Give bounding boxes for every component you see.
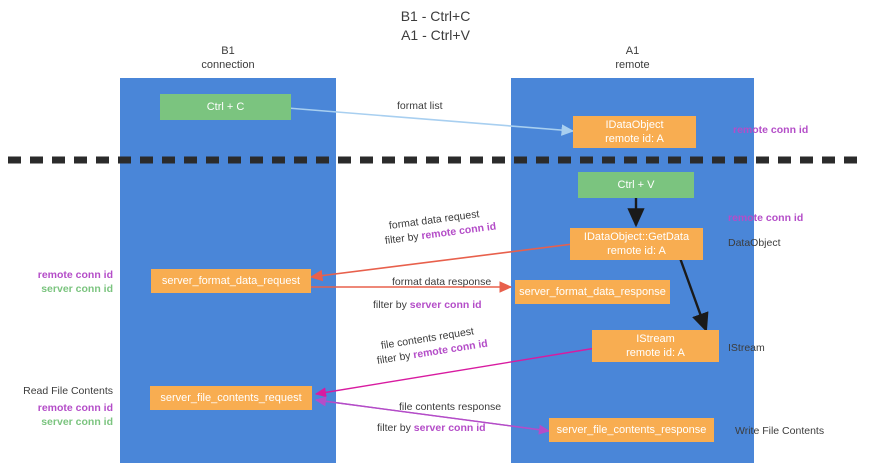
side-label-remote-conn-id-top: remote conn id: [733, 124, 809, 136]
box-server-file-contents-request[interactable]: server_file_contents_request: [150, 386, 312, 410]
side-label-left-remote-conn-id-2: remote conn id: [37, 402, 113, 414]
box-istream-line1: IStream: [636, 333, 675, 345]
box-server-file-contents-response-label: server_file_contents_response: [556, 424, 707, 436]
title-line-2: A1 - Ctrl+V: [401, 27, 470, 43]
filter-prefix: filter by: [373, 299, 410, 311]
filter-prefix: filter by: [384, 230, 423, 247]
box-ctrl-c[interactable]: Ctrl + C: [160, 94, 291, 120]
lane-header-b1-role: connection: [201, 59, 255, 71]
box-ctrl-v-label: Ctrl + V: [617, 179, 655, 191]
filter-key-server-conn-id: server conn id: [413, 422, 486, 434]
side-label-left-server-conn-id-2: server conn id: [41, 416, 113, 428]
box-istream[interactable]: IStream remote id: A: [592, 330, 719, 362]
box-idataobject[interactable]: IDataObject remote id: A: [573, 116, 696, 148]
side-label-left-remote-conn-id: remote conn id: [37, 269, 113, 281]
side-label-remote-conn-id-mid: remote conn id: [728, 212, 804, 224]
edge-label-format-data-response: format data response: [392, 276, 492, 288]
lane-header-a1: A1 remote: [511, 44, 754, 72]
box-server-format-data-request[interactable]: server_format_data_request: [151, 269, 311, 293]
box-server-format-data-request-label: server_format_data_request: [161, 275, 301, 287]
side-label-istream: IStream: [728, 342, 765, 354]
edge-label-file-contents-response: file contents response: [399, 401, 502, 413]
title-line-1: B1 - Ctrl+C: [400, 8, 471, 24]
lane-header-b1: B1 connection: [120, 44, 336, 72]
filter-key-server-conn-id: server conn id: [409, 299, 482, 311]
box-server-file-contents-request-label: server_file_contents_request: [160, 392, 302, 404]
lane-header-a1-role: remote: [615, 59, 650, 71]
box-server-format-data-response-label: server_format_data_response: [519, 286, 666, 298]
edge-label-file-contents-response-filter: filter by server conn id: [377, 421, 486, 435]
side-label-read-file-contents: Read File Contents: [23, 385, 113, 397]
box-idataobject-line1: IDataObject: [605, 119, 664, 131]
side-label-dataobject: DataObject: [728, 237, 781, 249]
side-label-write-file-contents: Write File Contents: [735, 425, 825, 437]
box-istream-line2: remote id: A: [626, 347, 685, 359]
lane-header-b1-name: B1: [221, 45, 235, 57]
box-getdata-line2: remote id: A: [607, 245, 666, 257]
edge-label-format-data-response-filter: filter by server conn id: [373, 298, 482, 312]
box-ctrl-c-label: Ctrl + C: [206, 101, 245, 113]
box-idataobject-getdata[interactable]: IDataObject::GetData remote id: A: [570, 228, 703, 260]
box-server-format-data-response[interactable]: server_format_data_response: [515, 280, 670, 304]
box-server-file-contents-response[interactable]: server_file_contents_response: [549, 418, 714, 442]
edge-label-format-list: format list: [397, 100, 443, 112]
lane-header-a1-name: A1: [625, 45, 640, 57]
side-label-left-server-conn-id: server conn id: [41, 283, 113, 295]
box-idataobject-line2: remote id: A: [605, 133, 664, 145]
box-ctrl-v[interactable]: Ctrl + V: [578, 172, 694, 198]
filter-prefix: filter by: [377, 422, 414, 434]
page-title: B1 - Ctrl+C A1 - Ctrl+V: [0, 7, 871, 45]
box-getdata-line1: IDataObject::GetData: [583, 231, 690, 243]
